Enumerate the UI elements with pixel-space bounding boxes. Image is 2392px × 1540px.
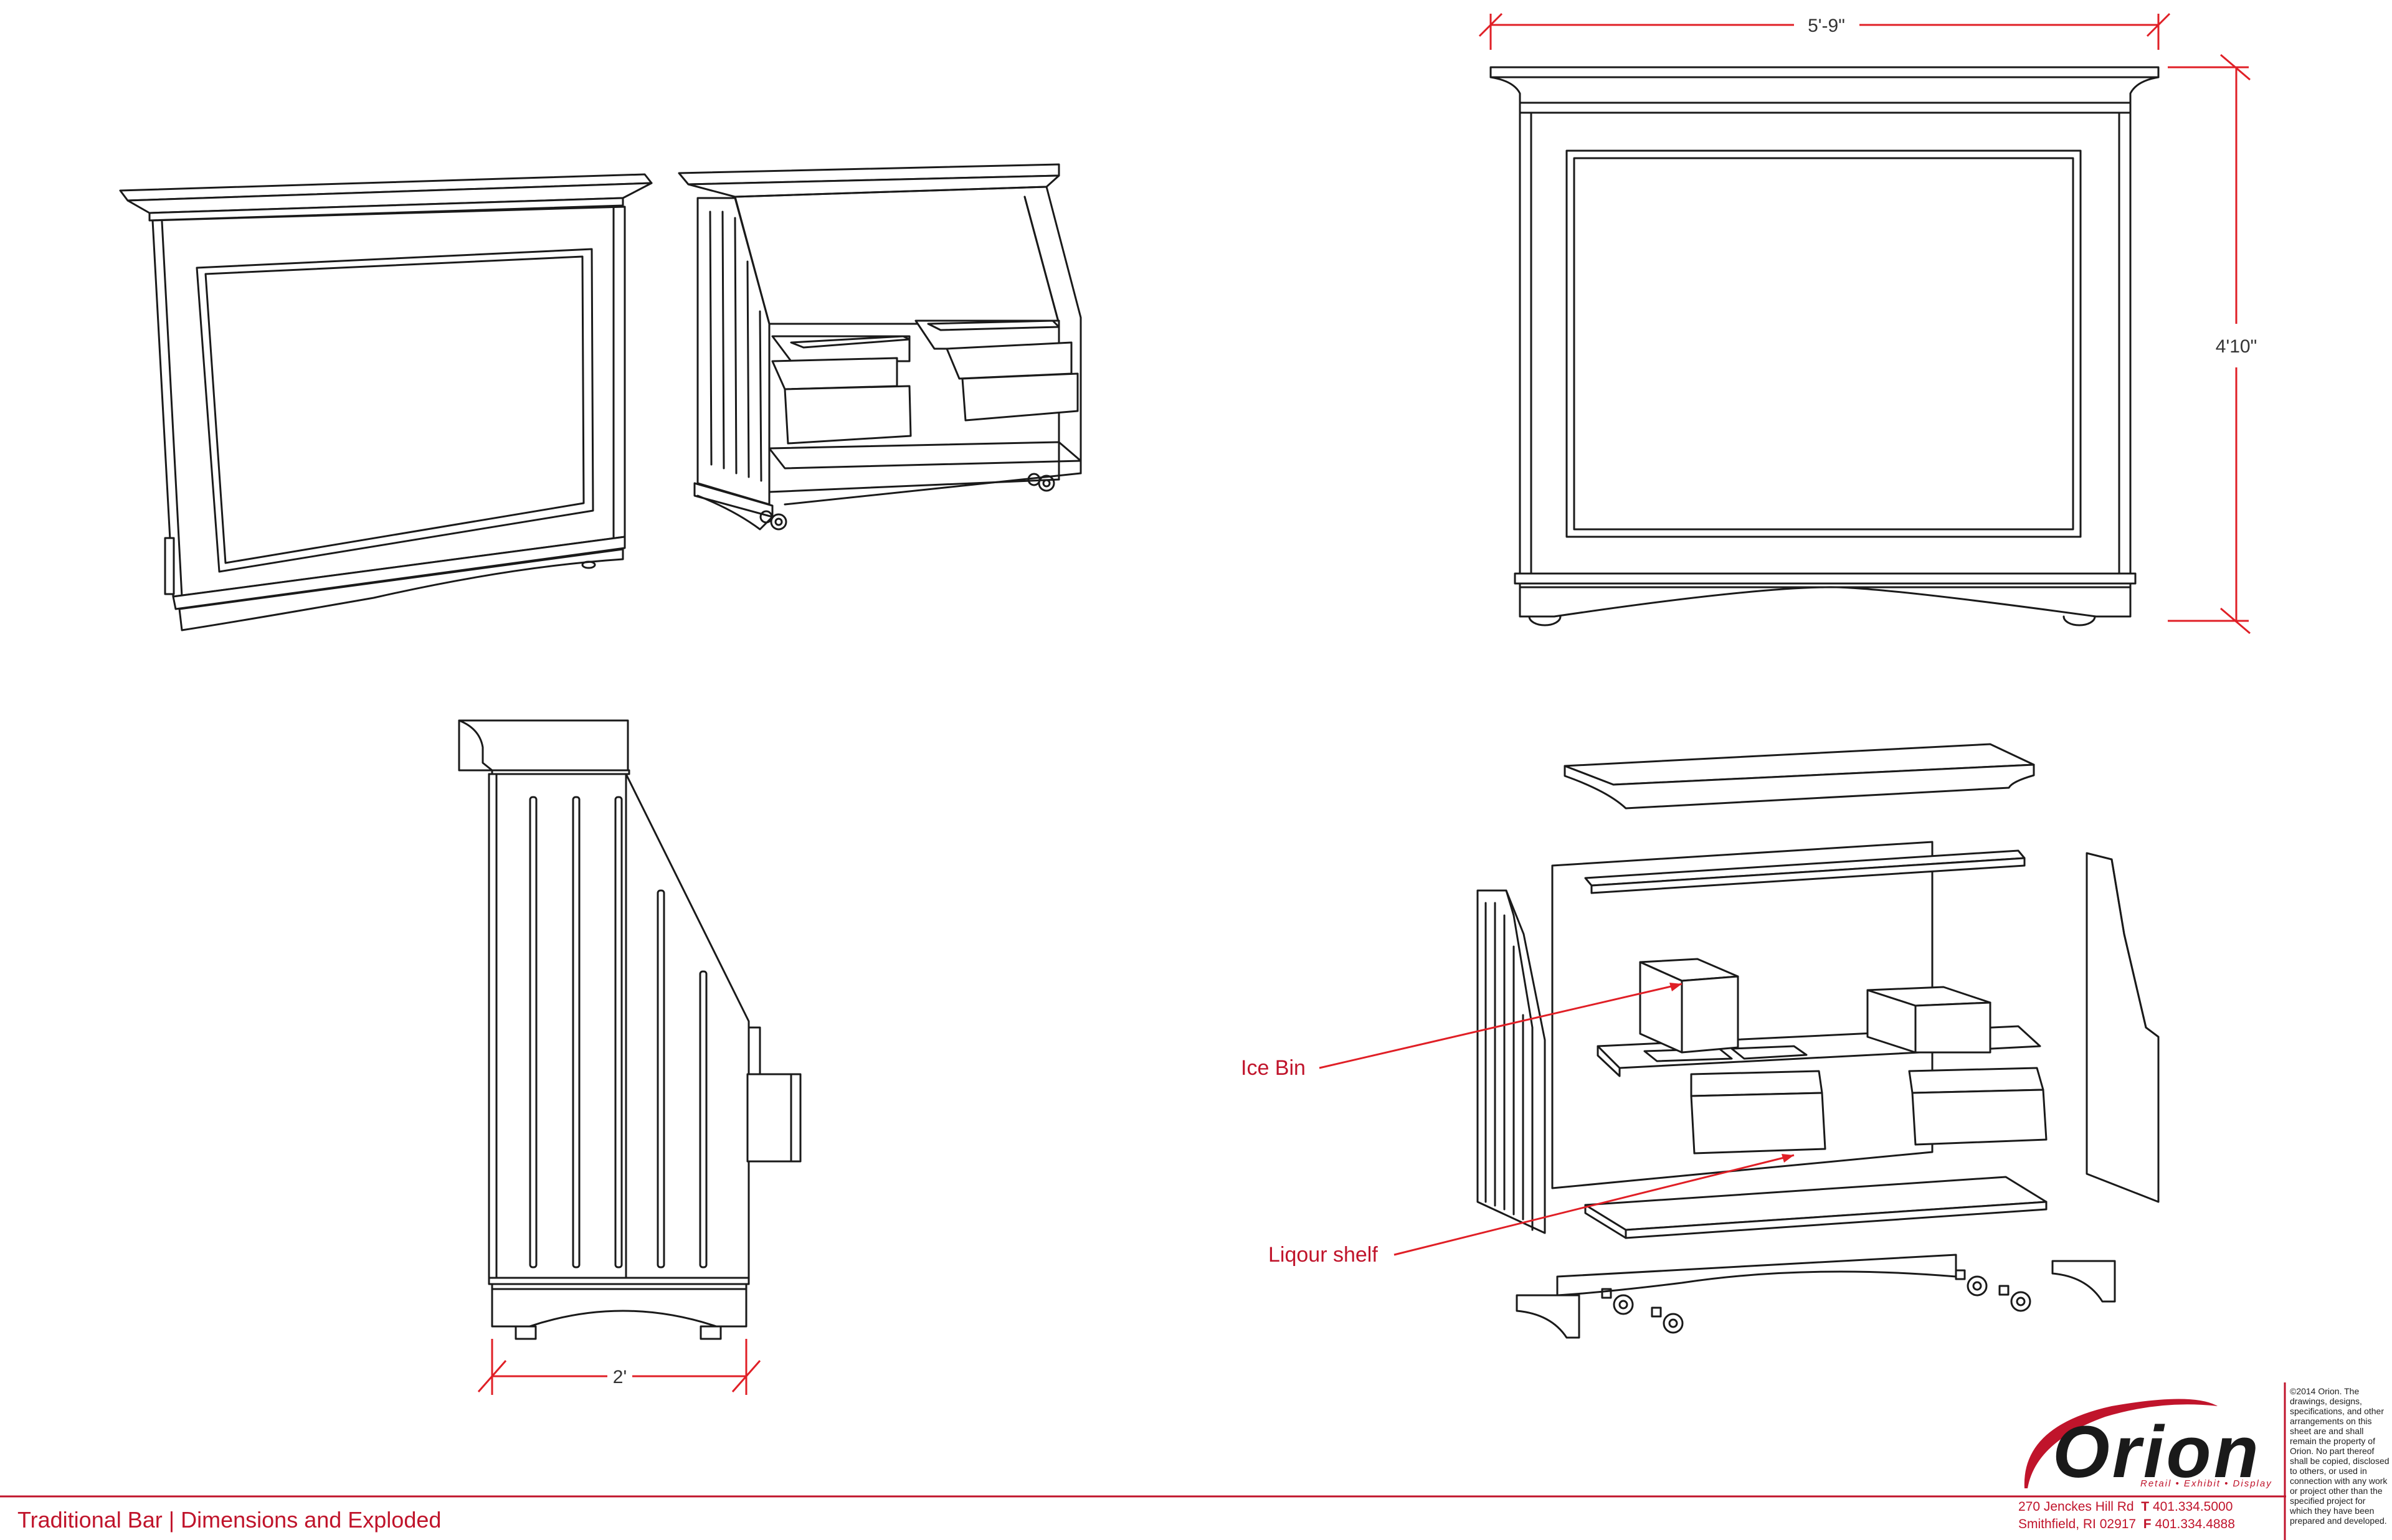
caster-2 bbox=[1651, 1306, 1684, 1334]
fax-label: F bbox=[2143, 1517, 2152, 1531]
street-address: 270 Jenckes Hill Rd bbox=[2018, 1500, 2134, 1514]
logo-tagline: Retail • Exhibit • Display bbox=[2140, 1478, 2272, 1489]
caster-3 bbox=[1955, 1269, 1988, 1297]
fax-number: 401.334.4888 bbox=[2155, 1517, 2235, 1531]
caster-4 bbox=[1998, 1285, 2031, 1312]
city-state-zip: Smithfield, RI 02917 bbox=[2018, 1517, 2137, 1531]
address-line-1: 270 Jenckes Hill Rd T 401.334.5000 bbox=[2018, 1500, 2233, 1514]
depth-dimension-label: 2' bbox=[613, 1367, 627, 1387]
width-dimension-label: 5'-9" bbox=[1808, 16, 1845, 36]
exploded-view: Ice Bin Liqour shelf bbox=[1241, 743, 2160, 1339]
address-line-2: Smithfield, RI 02917 F 401.334.4888 bbox=[2018, 1517, 2235, 1532]
height-dimension-label: 4'10" bbox=[2216, 336, 2257, 357]
orion-logo: Orion bbox=[2024, 1399, 2261, 1493]
liquor-shelf-callout: Liqour shelf bbox=[1268, 1243, 1378, 1267]
caster-1 bbox=[1601, 1288, 1634, 1315]
copyright-notice: ©2014 Orion. The drawings, designs, spec… bbox=[2290, 1386, 2390, 1526]
orion-wordmark: Orion bbox=[2053, 1411, 2261, 1493]
side-elevation-view: 2' bbox=[458, 719, 802, 1395]
front-perspective-view bbox=[119, 173, 653, 631]
front-elevation-view: 5'-9" 4'10" bbox=[1478, 12, 2257, 635]
drawing-title: Traditional Bar | Dimensions and Explode… bbox=[17, 1507, 442, 1533]
back-perspective-view bbox=[678, 163, 1082, 531]
phone-number: 401.334.5000 bbox=[2152, 1500, 2233, 1514]
phone-label: T bbox=[2141, 1500, 2150, 1514]
ice-bin-callout: Ice Bin bbox=[1241, 1056, 1306, 1080]
